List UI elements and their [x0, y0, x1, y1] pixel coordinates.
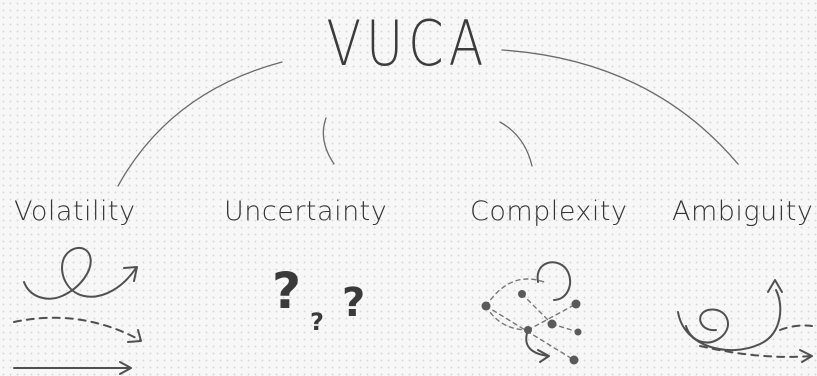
arc-to-uncertainty [322, 117, 335, 165]
label-ambiguity: Ambiguity [672, 196, 814, 227]
complexity-link [485, 305, 529, 331]
complexity-loop [536, 261, 572, 301]
diagram-title: VUCA [326, 7, 489, 80]
ambiguity-dashed-arrowhead [799, 349, 813, 363]
complexity-link [485, 278, 545, 307]
complexity-node [569, 355, 579, 365]
complexity-node [574, 328, 582, 336]
label-volatility: Volatility [14, 196, 136, 227]
complexity-link [551, 323, 579, 333]
complexity-node [518, 290, 526, 298]
complexity-link [527, 303, 577, 331]
complexity-link [521, 293, 553, 325]
label-complexity: Complexity [470, 196, 628, 227]
question-mark-icon: ? [310, 308, 324, 336]
arc-to-complexity [499, 121, 533, 167]
arc-to-ambiguity [501, 49, 739, 165]
complexity-node [547, 319, 557, 329]
label-uncertainty: Uncertainty [224, 196, 388, 227]
volatility-dashed-arrow [13, 316, 141, 341]
ambiguity-dashed-arrow-2 [779, 324, 813, 331]
ambiguity-dashed-arrow [699, 345, 813, 358]
question-mark-icon: ? [272, 262, 302, 320]
volatility-loop-arrowhead [123, 266, 138, 282]
volatility-dashed-arrowhead [127, 329, 142, 343]
complexity-arrowhead [537, 349, 550, 363]
ambiguity-arrowhead [767, 279, 783, 293]
volatility-straight-arrowhead [119, 361, 132, 375]
volatility-loop-arrow [23, 247, 137, 300]
question-mark-icon: ? [342, 280, 366, 326]
complexity-node [524, 326, 532, 334]
ambiguity-loop-arrow [677, 289, 782, 352]
complexity-node [481, 301, 491, 311]
arc-to-volatility [117, 61, 283, 187]
complexity-node [571, 299, 581, 309]
